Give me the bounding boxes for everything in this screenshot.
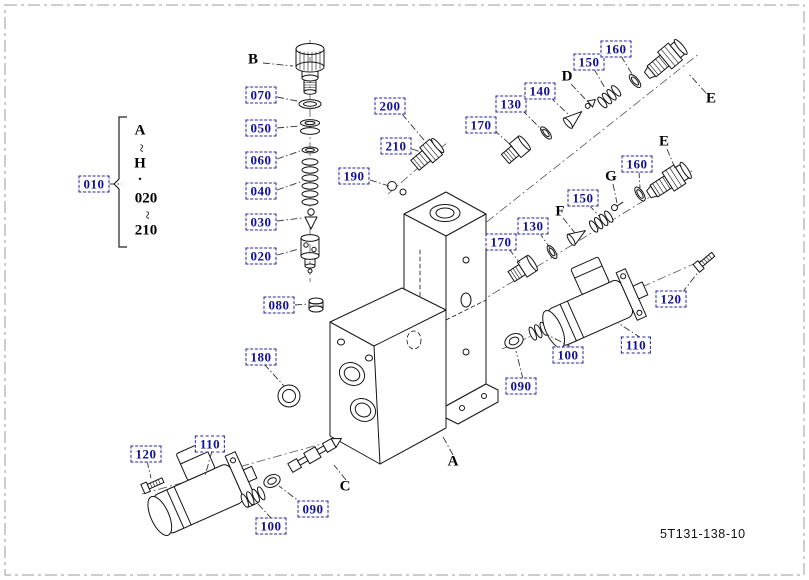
section-letter-C: C [339, 478, 351, 495]
spring-040 [301, 158, 319, 206]
part-ref-160[interactable]: 160 [600, 40, 632, 58]
o-ring-060 [301, 146, 319, 154]
washers-050 [300, 119, 320, 135]
o-ring-070 [298, 99, 322, 109]
part-ref-160[interactable]: 160 [621, 155, 653, 173]
part-ref-180[interactable]: 180 [245, 348, 277, 366]
plug-180 [277, 384, 301, 408]
solenoid-110-right [542, 256, 649, 349]
part-ref-170[interactable]: 170 [485, 233, 517, 251]
section-letter-E: E [705, 90, 717, 107]
part-ref-190[interactable]: 190 [338, 167, 370, 185]
legend-bracket [113, 116, 127, 248]
upper-relief-series [500, 39, 688, 165]
part-ref-150[interactable]: 150 [567, 189, 599, 207]
o-ring-160-lower [634, 186, 646, 202]
valve-body [329, 191, 499, 465]
part-ref-010[interactable]: 010 [78, 175, 110, 193]
part-ref-070[interactable]: 070 [245, 86, 277, 104]
section-letter-D: D [561, 68, 573, 85]
fitting-e-upper [643, 39, 688, 79]
screw-120-left [140, 477, 165, 495]
plug-cap-b [295, 43, 325, 95]
part-ref-030[interactable]: 030 [245, 213, 277, 231]
drawing-number: 5T131-138-10 [660, 527, 746, 541]
part-ref-040[interactable]: 040 [245, 182, 277, 200]
section-letter-B: B [247, 51, 259, 68]
washer-130-lower [546, 244, 558, 260]
part-ref-150[interactable]: 150 [573, 53, 605, 71]
page-border [4, 4, 805, 576]
o-ring-160-upper [628, 73, 642, 89]
part-ref-130[interactable]: 130 [517, 217, 549, 235]
part-ref-100[interactable]: 100 [552, 346, 584, 364]
section-letter-F: F [555, 203, 565, 220]
fitting-e-lower [646, 161, 692, 199]
section-letter-sym: ~ [138, 210, 155, 220]
washer-090-left [263, 474, 281, 488]
section-letter-sym: · [137, 171, 143, 188]
fitting-170-upper [500, 135, 531, 165]
section-letter-H: H [134, 155, 146, 172]
part-ref-110[interactable]: 110 [194, 435, 226, 453]
part-ref-020[interactable]: 020 [245, 247, 277, 265]
spring-150-upper [597, 85, 622, 109]
section-letter-sym: ~ [132, 143, 149, 153]
leader-lines [108, 55, 707, 520]
fitting-170-lower [507, 254, 538, 283]
balls-190 [387, 181, 407, 196]
part-ref-110[interactable]: 110 [620, 336, 652, 354]
part-ref-170[interactable]: 170 [465, 116, 497, 134]
part-ref-130[interactable]: 130 [495, 95, 527, 113]
part-ref-060[interactable]: 060 [245, 151, 277, 169]
section-letter-A: A [447, 453, 459, 470]
pin-g [610, 201, 624, 212]
washer-130-upper [540, 126, 552, 140]
solenoid-right-group [504, 251, 716, 349]
section-letter-G: G [605, 168, 617, 185]
poppet-f [566, 230, 586, 246]
part-ref-210[interactable]: 210 [380, 137, 412, 155]
plug-080 [308, 297, 324, 313]
part-ref-100[interactable]: 100 [255, 517, 287, 535]
valve-piece-020 [300, 234, 320, 274]
screw-120-right [692, 251, 716, 273]
part-ref-120[interactable]: 120 [655, 290, 687, 308]
spool-c [287, 438, 342, 473]
relief-valve-stack [295, 43, 325, 274]
lower-relief-series [507, 161, 692, 283]
washer-090-right [504, 333, 524, 349]
fitting-200-210 [410, 138, 445, 171]
poppet-140 [562, 111, 583, 129]
section-letter-020: 020 [134, 190, 158, 207]
part-ref-140[interactable]: 140 [524, 82, 556, 100]
part-ref-090[interactable]: 090 [505, 377, 537, 395]
spring-150-lower [588, 210, 614, 233]
section-letter-210: 210 [134, 222, 158, 239]
part-ref-090[interactable]: 090 [297, 500, 329, 518]
spring-100-left [240, 486, 266, 508]
part-ref-050[interactable]: 050 [245, 119, 277, 137]
seat-d [584, 99, 596, 109]
section-letter-A: A [134, 122, 146, 139]
section-letter-E: E [658, 133, 670, 150]
part-ref-200[interactable]: 200 [374, 97, 406, 115]
poppet-030 [304, 208, 318, 230]
part-ref-080[interactable]: 080 [263, 296, 295, 314]
part-ref-120[interactable]: 120 [130, 445, 162, 463]
